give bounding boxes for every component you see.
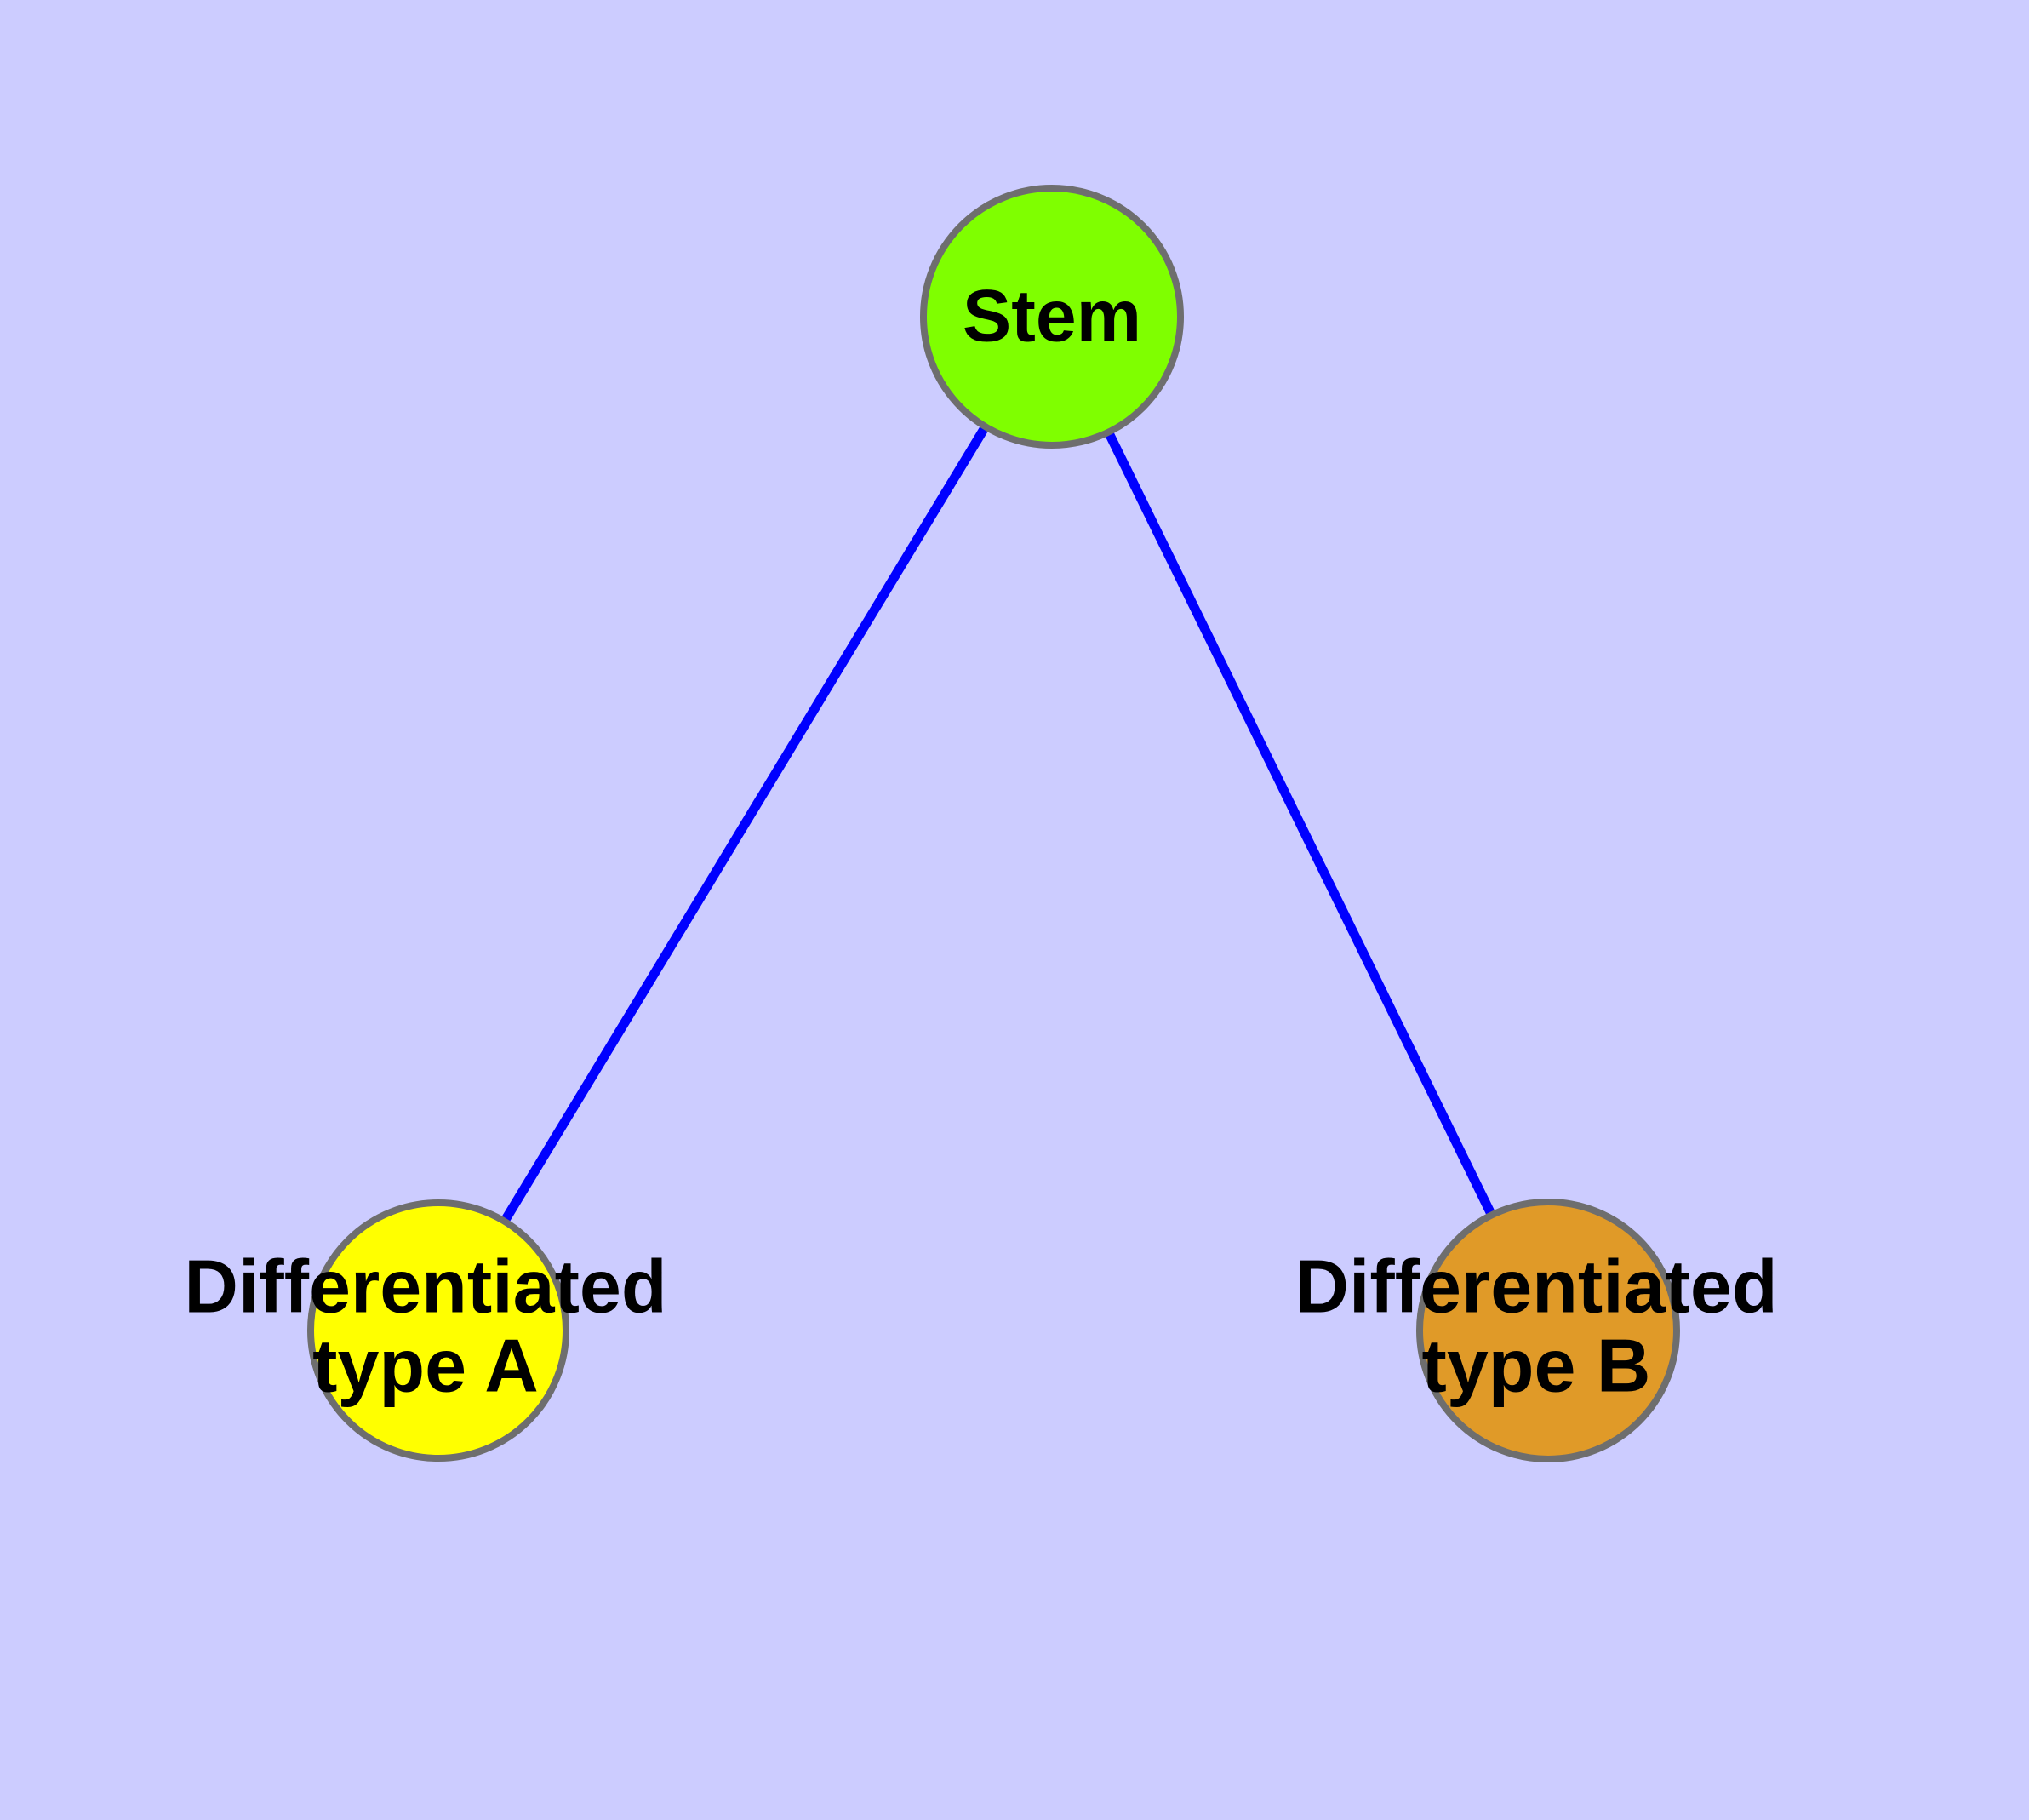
edge-layer [501, 426, 1495, 1222]
graph-node-stem[interactable] [920, 185, 1184, 449]
graph-node-diff-a[interactable] [307, 1199, 569, 1462]
graph-node-diff-b[interactable] [1416, 1199, 1680, 1462]
graph-edge-stem-to-a [501, 426, 989, 1222]
graph-edge-stem-to-b [1105, 432, 1495, 1216]
node-layer [307, 185, 1680, 1462]
